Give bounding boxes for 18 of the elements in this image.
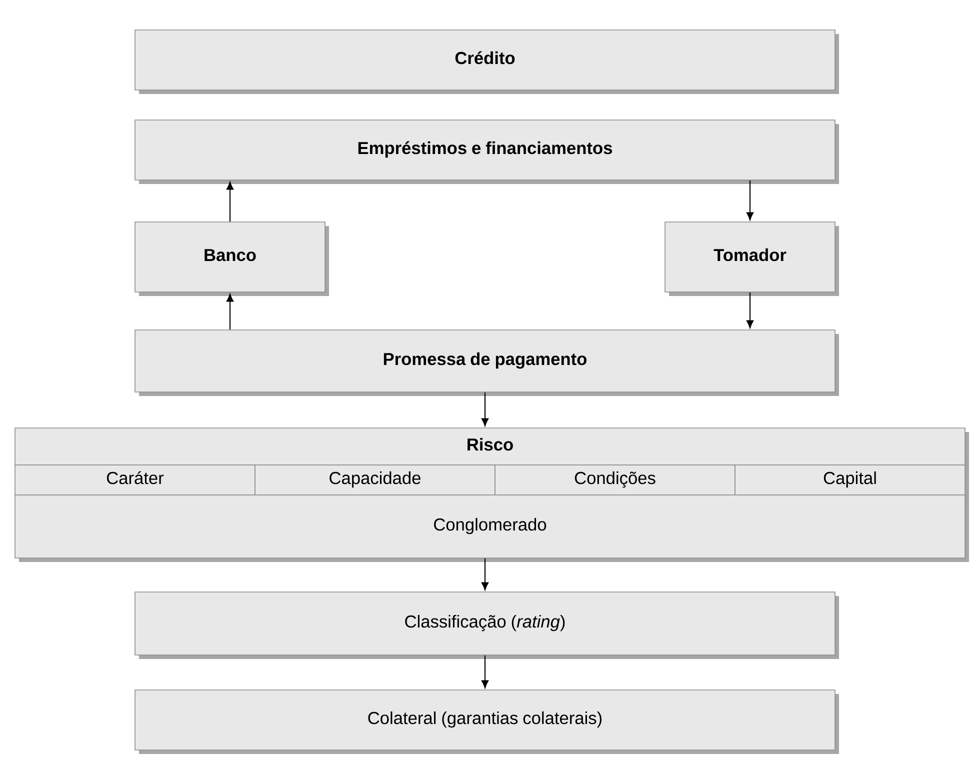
process-box: Promessa de pagamento [134,330,839,396]
table-cell: Condições [494,464,736,496]
arrow [746,180,754,220]
process-box: Tomador [664,222,839,296]
arrow [746,292,754,328]
arrow [226,294,234,330]
arrow [481,392,489,426]
table-cell: Capital [734,464,966,496]
arrow [481,558,489,590]
process-box: Classificação (rating) [134,592,839,659]
process-box: Empréstimos e financiamentos [134,120,839,184]
arrow [226,182,234,222]
process-box: Crédito [134,30,839,94]
arrow [481,655,489,688]
process-box: Colateral (garantias colaterais) [134,690,839,754]
process-box: Banco [134,222,329,296]
table-cell: Capacidade [254,464,496,496]
table-cell: Caráter [14,464,256,496]
